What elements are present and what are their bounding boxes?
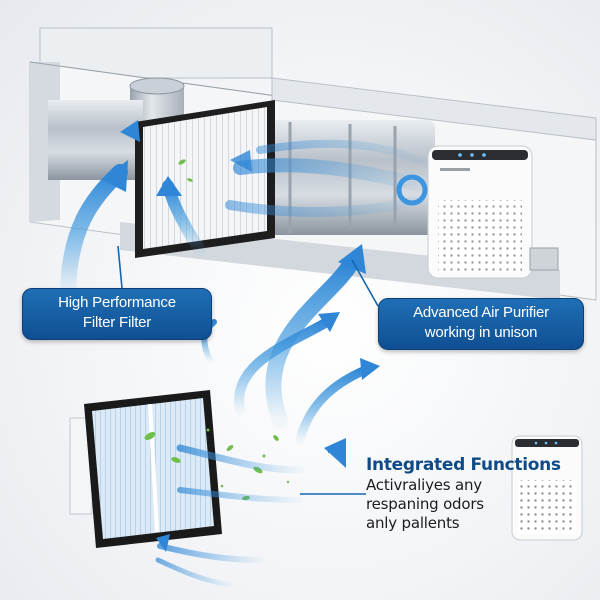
filter-callout-line2: Filter Filter — [82, 314, 152, 331]
filter-callout: High Performance Filter Filter — [22, 288, 212, 340]
duct-filter — [135, 100, 275, 258]
duct-airflow — [120, 120, 434, 217]
integrated-line: respaning odors — [366, 495, 484, 513]
integrated-line: anly pallents — [366, 514, 460, 532]
purifier-callout: Advanced Air Purifier working in unison — [378, 298, 584, 350]
callout-arrow-icon — [324, 438, 346, 468]
integrated-line: Activraliyes any — [366, 476, 482, 494]
integrated-title: Integrated Functions — [366, 455, 561, 475]
purifier-callout-line2: working in unison — [424, 324, 538, 341]
rising-airflow — [60, 160, 380, 445]
incoming-airflow — [155, 444, 304, 588]
small-purifier-product — [511, 435, 583, 541]
purifier-callout-line1: Advanced Air Purifier — [413, 304, 549, 321]
lower-filter-panel — [69, 390, 222, 548]
integrated-functions: Integrated Functions Activraliyes any re… — [366, 454, 566, 533]
air-purifier-unit — [427, 145, 559, 279]
filter-callout-line1: High Performance — [58, 294, 176, 311]
